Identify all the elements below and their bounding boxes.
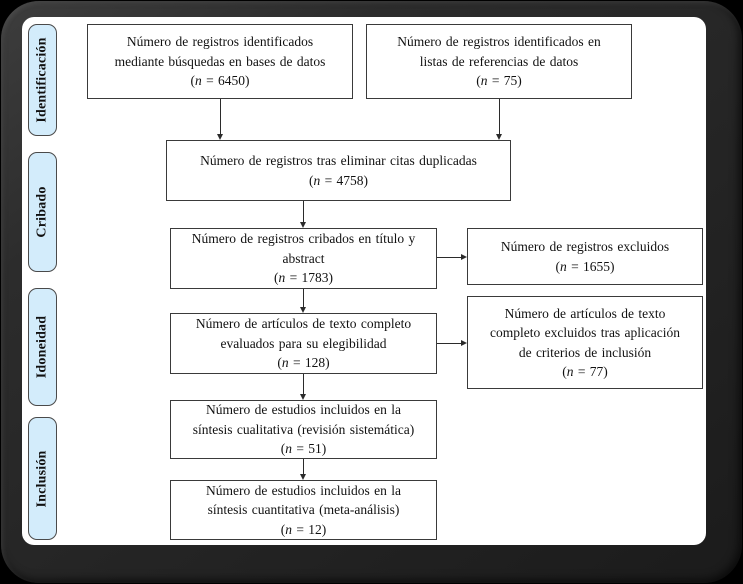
box-records-identified-references: Número de registros identificados en lis… — [366, 24, 632, 99]
box-text-line: Número de registros identificados en — [397, 34, 601, 50]
arrow-screened-to-fulltext — [300, 289, 306, 313]
box-count: (n = 51) — [280, 441, 327, 457]
box-count: (n = 1655) — [555, 258, 615, 274]
box-count: (n = 12) — [280, 521, 327, 537]
box-text-line: Número de registros identificados — [126, 34, 314, 50]
arrow-references-to-dedup — [496, 99, 502, 140]
stage-cribado-label: Cribado — [34, 186, 50, 238]
stage-identificacion: Identificación — [28, 24, 57, 136]
box-text-line: Número de estudios incluidos en la — [205, 482, 402, 498]
stage-inclusion-label: Inclusión — [34, 449, 50, 508]
arrow-fulltext-to-qualitative — [300, 374, 306, 400]
box-text-line: Número de artículos de texto completo — [195, 316, 412, 332]
stage-idoneidad: Idoneidad — [28, 288, 57, 406]
box-text-line: completo excluidos tras aplicación — [489, 325, 681, 340]
box-count: (n = 75) — [476, 73, 522, 89]
arrow-screened-to-excluded — [437, 254, 467, 260]
box-records-identified-databases: Número de registros identificados median… — [87, 24, 353, 99]
box-count: (n = 128) — [277, 355, 330, 371]
box-count: (n = 1783) — [273, 270, 334, 286]
box-records-excluded: Número de registros excluidos (n = 1655) — [467, 228, 703, 285]
box-text-line: abstract — [282, 250, 325, 266]
diagram-canvas: Identificación Cribado Idoneidad Inclusi… — [22, 17, 706, 545]
box-records-screened: Número de registros cribados en título y… — [170, 228, 437, 289]
box-count: (n = 4758) — [308, 172, 369, 188]
box-text-line: síntesis cualitativa (revisión sistemáti… — [192, 421, 415, 437]
box-text-line: listas de referencias de datos — [419, 53, 579, 69]
box-text-line: Número de artículos de texto — [504, 305, 666, 321]
box-count: (n = 77) — [562, 364, 608, 379]
arrow-qualitative-to-quantitative — [300, 459, 306, 480]
arrow-fulltext-to-excluded — [437, 340, 467, 346]
box-text-line: mediante búsquedas en bases de datos — [114, 53, 326, 69]
arrow-dedup-to-screened — [300, 201, 306, 228]
box-count: (n = 6450) — [190, 73, 250, 89]
box-quantitative-synthesis: Número de estudios incluidos en la sínte… — [170, 480, 437, 540]
box-text-line: Número de registros tras eliminar citas … — [200, 153, 477, 168]
box-text-line: Número de registros excluidos — [500, 239, 670, 254]
stage-identificacion-label: Identificación — [34, 37, 50, 123]
box-records-after-deduplication: Número de registros tras eliminar citas … — [166, 140, 511, 201]
box-text-line: Número de registros cribados en título y — [191, 231, 416, 247]
box-text-line: síntesis cuantitativa (meta-análisis) — [207, 502, 400, 518]
box-text-line: evaluados para su elegibilidad — [220, 335, 387, 351]
box-fulltext-assessed: Número de artículos de texto completo ev… — [170, 313, 437, 374]
box-fulltext-excluded: Número de artículos de texto completo ex… — [467, 296, 703, 389]
box-text-line: de criterios de inclusión — [518, 344, 652, 360]
arrow-databases-to-dedup — [217, 99, 223, 140]
stage-idoneidad-label: Idoneidad — [34, 315, 50, 379]
stage-cribado: Cribado — [28, 152, 57, 272]
box-text-line: Número de estudios incluidos en la — [205, 402, 402, 418]
stage-inclusion: Inclusión — [28, 417, 57, 540]
box-qualitative-synthesis: Número de estudios incluidos en la sínte… — [170, 400, 437, 459]
